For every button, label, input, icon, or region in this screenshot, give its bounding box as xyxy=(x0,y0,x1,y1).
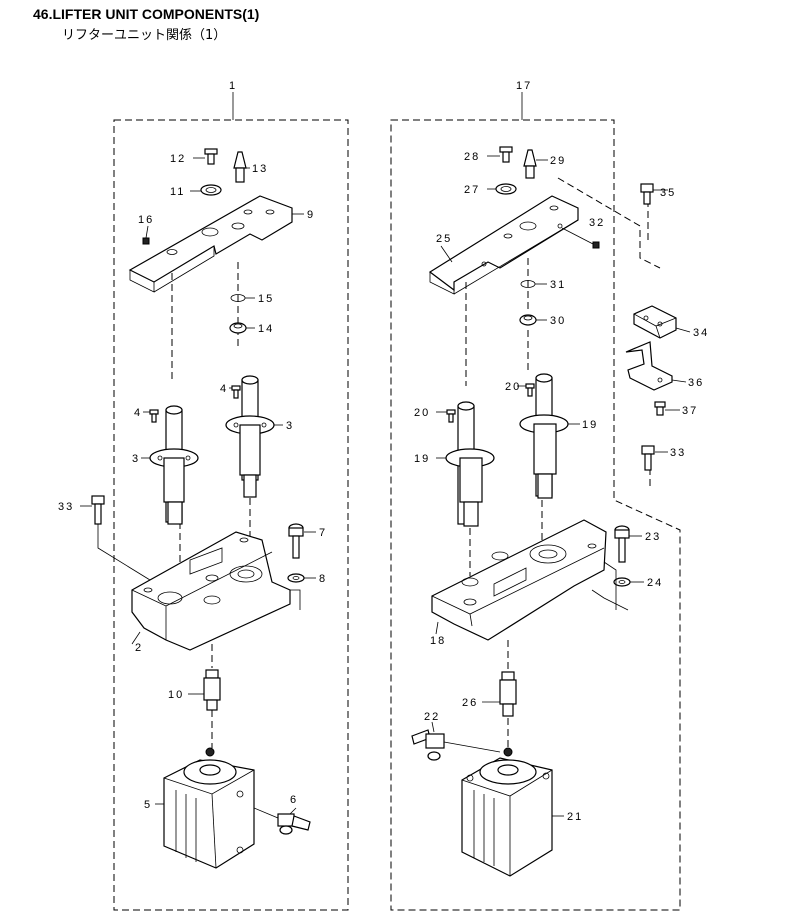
part-3-guide-shaft-right xyxy=(225,375,275,498)
callout-9: 9 xyxy=(307,209,315,221)
callout-12: 12 xyxy=(170,153,186,165)
part-23-bolt xyxy=(614,525,630,563)
callout-36: 36 xyxy=(688,377,704,389)
part-3-guide-shaft-left xyxy=(149,405,199,525)
part-30-nut xyxy=(519,314,537,326)
part-2-base-block xyxy=(131,531,291,651)
callout-22: 22 xyxy=(424,711,440,723)
part-7-bolt xyxy=(288,523,304,559)
callout-18: 18 xyxy=(430,635,446,647)
part-32-screw xyxy=(592,241,600,249)
callout-28: 28 xyxy=(464,151,480,163)
part-20-screw-right xyxy=(525,383,535,397)
page-subtitle: リフターユニット関係（1） xyxy=(62,28,227,43)
callout-32: 32 xyxy=(589,217,605,229)
assembly-17-boundary xyxy=(390,119,681,911)
callout-33-right: 33 xyxy=(670,447,686,459)
callout-15: 15 xyxy=(258,293,274,305)
callout-2: 2 xyxy=(135,642,143,654)
part-33-bolt-left xyxy=(91,495,105,525)
callout-21: 21 xyxy=(567,811,583,823)
part-33-bolt-right xyxy=(641,445,655,471)
part-20-screw-left xyxy=(446,409,456,423)
part-34-bracket xyxy=(633,305,677,339)
callout-3-right: 3 xyxy=(286,420,294,432)
callout-19-left: 19 xyxy=(414,453,430,465)
callout-7: 7 xyxy=(319,527,327,539)
part-21-air-cylinder xyxy=(461,747,553,877)
callout-11: 11 xyxy=(170,186,185,198)
callout-4-left: 4 xyxy=(134,407,142,419)
callout-23: 23 xyxy=(645,531,661,543)
part-11-washer xyxy=(200,184,222,196)
callout-1: 1 xyxy=(229,80,237,92)
callout-24: 24 xyxy=(647,577,663,589)
callout-26: 26 xyxy=(462,697,478,709)
part-19-guide-shaft-left xyxy=(445,401,495,527)
callout-35: 35 xyxy=(660,187,676,199)
callout-19-right: 19 xyxy=(582,419,598,431)
callout-34: 34 xyxy=(693,327,709,339)
assembly-1: 1 12 13 11 9 16 15 14 4 4 3 3 33 7 8 2 1… xyxy=(58,80,349,911)
callout-13: 13 xyxy=(252,163,268,175)
callout-33-left: 33 xyxy=(58,501,74,513)
part-4-screw-left xyxy=(149,409,159,423)
callout-25: 25 xyxy=(436,233,452,245)
callout-4-right: 4 xyxy=(220,383,228,395)
part-5-air-cylinder xyxy=(163,747,255,869)
part-35-bolt xyxy=(640,183,654,205)
callout-20-left: 20 xyxy=(414,407,430,419)
part-36-angle-bracket xyxy=(625,341,673,391)
assembly-1-boundary xyxy=(113,119,349,911)
part-16-screw xyxy=(142,237,150,245)
callout-14: 14 xyxy=(258,323,274,335)
part-37-screw xyxy=(654,401,666,416)
callout-30: 30 xyxy=(550,315,566,327)
callout-29: 29 xyxy=(550,155,566,167)
part-14-nut xyxy=(229,322,247,334)
part-27-washer xyxy=(495,183,517,195)
callout-31: 31 xyxy=(550,279,566,291)
page-title: 46.LIFTER UNIT COMPONENTS(1) xyxy=(33,6,260,22)
assembly-17: 17 28 29 27 35 32 25 31 30 34 36 20 37 2… xyxy=(390,80,709,911)
callout-27: 27 xyxy=(464,184,480,196)
callout-17: 17 xyxy=(516,80,532,92)
callout-5: 5 xyxy=(144,799,152,811)
callout-37: 37 xyxy=(682,405,698,417)
part-8-washer xyxy=(287,573,305,583)
part-22-elbow-fitting xyxy=(411,729,445,761)
part-9-lifter-plate xyxy=(128,195,293,293)
callout-20-right: 20 xyxy=(505,381,521,393)
part-25-lifter-plate xyxy=(428,195,579,295)
part-4-screw-right xyxy=(231,385,241,399)
part-13-pin xyxy=(233,151,247,183)
callout-10: 10 xyxy=(168,689,184,701)
callout-3-left: 3 xyxy=(132,453,140,465)
part-10-coupling xyxy=(203,669,221,711)
part-28-screw xyxy=(499,146,513,163)
part-26-coupling xyxy=(499,671,517,717)
part-29-pin xyxy=(523,149,537,179)
callout-16: 16 xyxy=(138,214,154,226)
part-12-screw xyxy=(204,148,218,165)
callout-6: 6 xyxy=(290,794,298,806)
part-6-elbow-fitting xyxy=(277,813,311,835)
part-19-guide-shaft-right xyxy=(519,373,569,499)
part-18-base-block xyxy=(431,519,607,641)
callout-8: 8 xyxy=(319,573,327,585)
